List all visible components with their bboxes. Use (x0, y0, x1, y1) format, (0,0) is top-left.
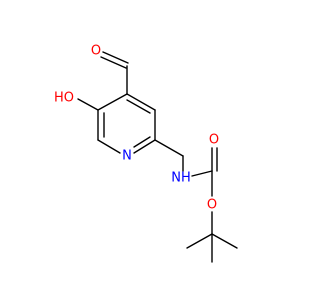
aldehyde-oxygen-label: O (91, 44, 101, 59)
tbu-methyl-bond-2 (186, 233, 213, 249)
ring-bond-c4-c3 (97, 93, 128, 111)
ring-bond-c2-n1 (97, 139, 121, 154)
ring-bond-c4-c5-inner (126, 99, 151, 114)
atom-label-group: O HO N NH O O (54, 44, 219, 213)
hydroxyl-bond (77, 98, 99, 111)
carbamate-nh-label: NH (171, 171, 191, 186)
aldehyde-co-bond-2 (100, 56, 127, 69)
hydroxyl-label: HO (54, 91, 74, 106)
methylene-bond (154, 139, 184, 157)
aldehyde-co-bond-1 (102, 51, 129, 64)
ring-bond-c4-c5 (126, 93, 156, 111)
ester-oxygen-label: O (207, 198, 217, 213)
molecule-structure: O HO N NH O O (54, 44, 238, 263)
tbu-methyl-bond-3 (211, 233, 238, 249)
ring-bond-n1-c6 (133, 139, 156, 154)
carbonyl-oxygen-label: O (209, 133, 219, 148)
bond-group (77, 51, 238, 263)
ring-nitrogen-label: N (122, 149, 132, 164)
ring-bond-n1-c6-inner (133, 136, 151, 148)
nh-carbonyl-bond (191, 170, 213, 177)
